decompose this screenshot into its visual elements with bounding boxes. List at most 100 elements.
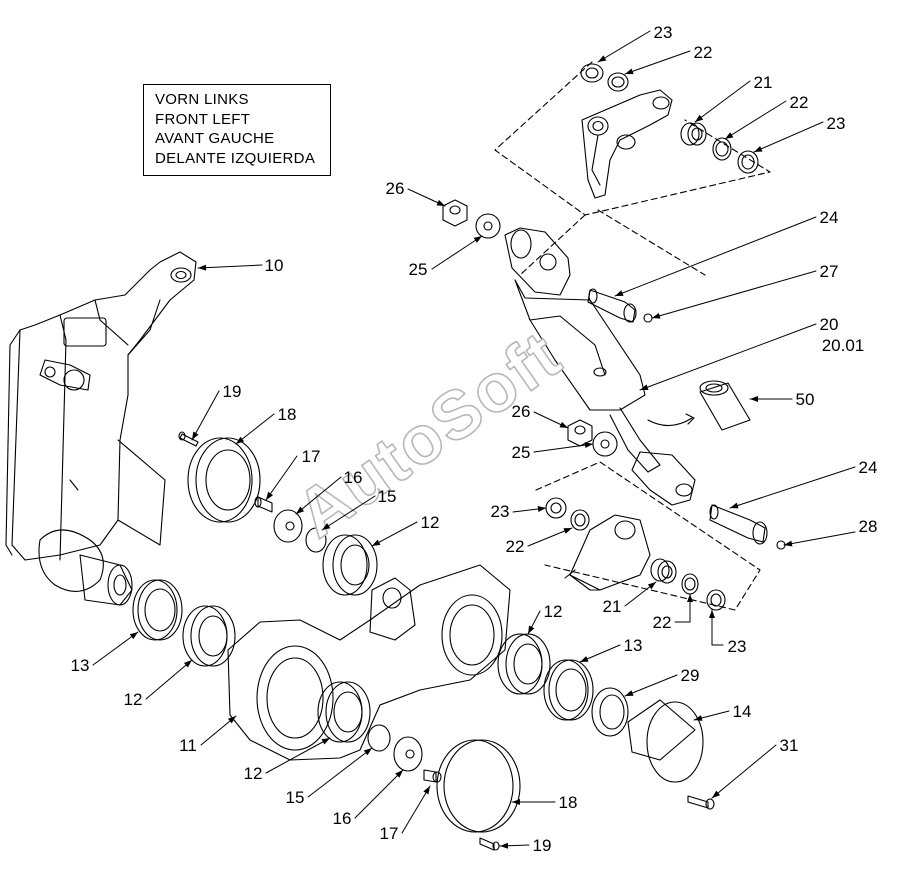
callout-c13a: 13 xyxy=(71,631,139,675)
part-15-oring-bottom xyxy=(367,724,391,752)
callout-number: 13 xyxy=(624,636,643,655)
leader-line xyxy=(639,323,817,391)
leader-arrowhead xyxy=(640,384,649,390)
leader-arrowhead xyxy=(687,594,693,602)
part-11-housing xyxy=(227,564,511,761)
leader-line xyxy=(674,593,691,623)
callout-c18a: 18 xyxy=(235,405,296,445)
leader-arrowhead xyxy=(694,715,703,721)
callout-c23a: 23 xyxy=(597,23,673,63)
callout-number: 29 xyxy=(681,666,700,685)
part-12-bearing-d xyxy=(497,633,551,695)
callout-c21b: 21 xyxy=(603,581,657,616)
callout-number: 22 xyxy=(790,93,809,112)
leader-line xyxy=(197,264,263,269)
part-12-bearing-b xyxy=(182,605,236,667)
leader-arrowhead xyxy=(372,539,381,546)
callout-number: 17 xyxy=(380,824,399,843)
callout-c11: 11 xyxy=(179,715,237,755)
dashed-envelope-top xyxy=(494,61,771,216)
callout-c25a: 25 xyxy=(409,235,483,279)
callout-number: 15 xyxy=(286,788,305,807)
part-17-bolt-top xyxy=(254,496,273,513)
callout-number: 26 xyxy=(386,179,405,198)
part-25-washer-top xyxy=(475,213,501,239)
leader-arrowhead xyxy=(183,660,192,668)
leader-line xyxy=(401,785,431,834)
leader-arrowhead xyxy=(436,199,445,206)
part-12-bearing-a xyxy=(322,534,378,596)
leader-arrowhead xyxy=(322,523,331,530)
leader-line xyxy=(597,30,651,63)
callout-number: 17 xyxy=(302,447,321,466)
callout-c23b: 23 xyxy=(753,114,845,153)
callout-c25b: 25 xyxy=(512,442,594,462)
leader-line xyxy=(235,413,275,445)
leader-line xyxy=(191,390,220,441)
part-13-seal-left xyxy=(132,579,183,641)
callout-number: 22 xyxy=(694,43,713,62)
leader-arrowhead xyxy=(598,55,607,62)
callout-number: 24 xyxy=(859,458,878,477)
leader-arrowhead xyxy=(730,502,739,509)
callout-number: 12 xyxy=(124,690,143,709)
callout-c12a: 12 xyxy=(371,513,440,547)
leader-arrowhead xyxy=(695,114,704,122)
leader-line xyxy=(711,744,777,799)
callout-c12b: 12 xyxy=(527,602,562,635)
callout-c15b: 15 xyxy=(286,747,373,807)
part-15-oring-top xyxy=(305,527,327,553)
orientation-line-de: VORN LINKS xyxy=(155,91,249,108)
callout-number: 15 xyxy=(378,487,397,506)
part-23-washer-top xyxy=(580,63,604,83)
callout-number: 19 xyxy=(533,836,552,855)
callout-number: 25 xyxy=(409,260,428,279)
callout-number: 22 xyxy=(506,537,525,556)
part-26-nut-top xyxy=(442,199,468,227)
callout-number: 31 xyxy=(780,736,799,755)
leader-arrowhead xyxy=(580,656,589,662)
dashed-line xyxy=(597,209,706,276)
orientation-line-en: FRONT LEFT xyxy=(155,110,251,128)
callout-number: 23 xyxy=(654,23,673,42)
leader-line xyxy=(783,531,856,546)
callout-number: 18 xyxy=(559,793,578,812)
leader-arrowhead xyxy=(500,842,509,849)
callout-number: 27 xyxy=(820,262,839,281)
part-26-nut-mid xyxy=(567,419,593,447)
leader-line xyxy=(307,747,373,798)
part-16-plate-bottom xyxy=(393,736,423,772)
callout-number: 12 xyxy=(421,513,440,532)
leader-line xyxy=(753,121,824,153)
leader-arrowhead xyxy=(563,528,572,534)
leader-arrowhead xyxy=(709,610,715,618)
callout-sub-number: 20.01 xyxy=(822,336,865,355)
orientation-box: VORN LINKS FRONT LEFT AVANT GAUCHE DELAN… xyxy=(143,84,331,176)
leader-line xyxy=(694,80,751,123)
callout-number: 10 xyxy=(265,256,284,275)
callout-c22a: 22 xyxy=(624,43,713,75)
callout-number: 23 xyxy=(728,637,747,656)
leader-line xyxy=(431,235,483,270)
callout-c12c: 12 xyxy=(124,659,193,709)
part-25-washer-mid xyxy=(592,431,618,457)
callout-c26a: 26 xyxy=(386,179,446,207)
callout-c12d: 12 xyxy=(244,737,331,783)
callout-number: 26 xyxy=(512,402,531,421)
callout-number: 21 xyxy=(754,73,773,92)
part-14-shaft-flange xyxy=(627,699,704,783)
leader-arrowhead xyxy=(750,396,758,402)
leader-arrowhead xyxy=(192,431,199,440)
part-21-bushing-bottom xyxy=(650,558,677,584)
leader-arrowhead xyxy=(266,491,274,500)
callout-c10: 10 xyxy=(197,256,284,275)
callout-c31: 31 xyxy=(711,736,799,799)
orientation-line-fr: AVANT GAUCHE xyxy=(155,130,275,147)
part-22-ring-top xyxy=(607,72,629,92)
leader-arrowhead xyxy=(236,436,245,444)
callout-c15a: 15 xyxy=(321,487,397,531)
upper-bracket xyxy=(581,89,673,199)
leader-arrowhead xyxy=(615,290,624,296)
leader-arrowhead xyxy=(652,312,661,319)
